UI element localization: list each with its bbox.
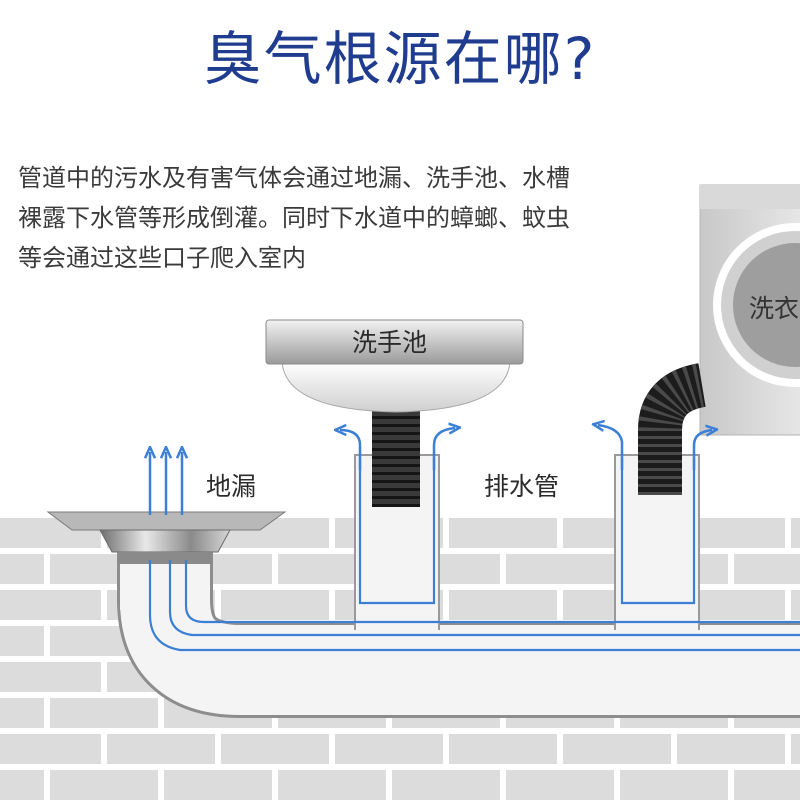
brick [506,770,614,800]
brick [221,590,329,620]
brick [107,734,215,764]
brick [221,734,329,764]
description-line: 管道中的污水及有害气体会通过地漏、洗手池、水槽 [18,164,570,192]
brick [0,734,101,764]
brick [335,734,443,764]
brick [734,554,800,584]
brick [620,770,728,800]
brick [449,590,557,620]
sewage-flow-lines [148,458,800,652]
odor-backflow-arrows [150,425,712,515]
brick [164,770,272,800]
brick [278,770,386,800]
brick [0,590,101,620]
brick [392,770,500,800]
brick [734,770,800,800]
brick [50,770,158,800]
brick [791,734,800,764]
washing-machine [699,184,800,436]
description: 管道中的污水及有害气体会通过地漏、洗手池、水槽 裸露下水管等形成倒灌。同时下水道… [18,158,658,278]
drain-pipe-arrow [692,430,712,470]
brick [791,590,800,620]
sink-pipe-arrow [432,428,455,470]
description-line: 等会通过这些口子爬入室内 [18,244,306,272]
washer-drain-hose [638,363,707,495]
drain-pipe-label: 排水管 [484,472,560,501]
brick [0,770,44,800]
washing-machine-label: 洗衣 [749,294,800,323]
sink-pipe-arrow [340,430,362,470]
brick [677,734,785,764]
floor-drain [46,511,287,564]
brick [0,662,101,692]
brick [791,518,800,548]
sink-label: 洗手池 [352,328,428,357]
brick [50,698,158,728]
description-line: 裸露下水管等形成倒灌。同时下水道中的蟑螂、蚊虫 [18,204,570,232]
page-title: 臭气根源在哪? [203,25,597,93]
brick [0,626,44,656]
brick [0,554,44,584]
floor-drain-label: 地漏 [206,472,257,501]
brick [0,698,44,728]
brick [563,734,671,764]
sink-drain-hose [372,405,420,507]
brick [449,518,557,548]
brick [449,734,557,764]
drain-pipe-arrow [598,425,624,470]
brick [506,554,614,584]
sink-basin [265,319,524,413]
